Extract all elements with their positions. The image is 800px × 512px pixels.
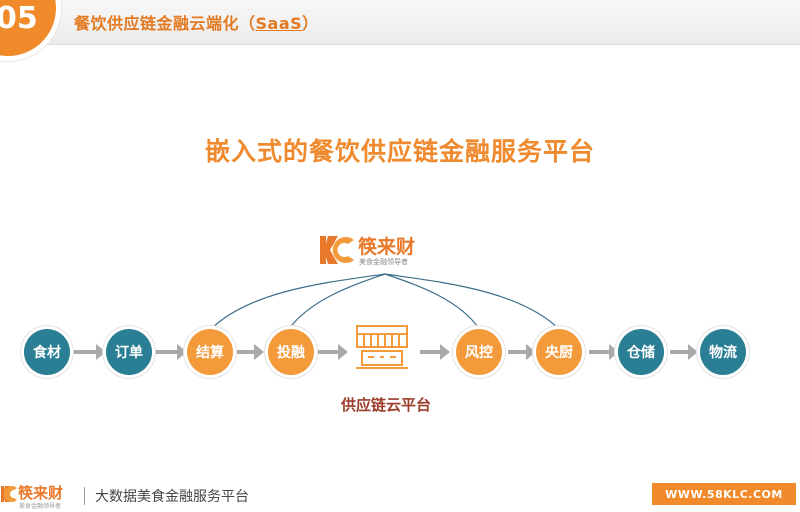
footer-logo: 筷来财 美食金融领导者 <box>0 482 100 510</box>
arrow-icon <box>670 344 698 360</box>
arc-to-investment <box>287 273 386 331</box>
arc-to-settlement <box>209 273 386 331</box>
footer-divider <box>84 487 85 505</box>
center-logo: 筷来财 美食金融领导者 <box>318 230 448 270</box>
main-title: 嵌入式的餐饮供应链金融服务平台 <box>204 137 595 166</box>
arrow-icon <box>589 344 619 360</box>
center-logo-brand: 筷来财 <box>358 236 416 258</box>
footer-url[interactable]: WWW.58KLC.COM <box>652 483 796 505</box>
flow-node-central-kitchen: 央厨 <box>536 329 582 375</box>
footer-brand: 筷来财 <box>18 484 64 502</box>
arrow-icon <box>74 344 106 360</box>
flow-node-food: 食材 <box>24 329 70 375</box>
flow-arrows <box>74 344 698 360</box>
header-bar <box>0 0 800 45</box>
center-logo-tagline: 美食金融领导者 <box>359 258 408 266</box>
footer-logo-icon <box>1 486 18 502</box>
arrow-icon <box>508 344 536 360</box>
footer-tagline: 美食金融领导者 <box>19 503 62 510</box>
arrow-icon <box>318 344 348 360</box>
arrow-icon <box>236 344 264 360</box>
header-title-main: 餐饮供应链金融云端化（ <box>74 14 256 33</box>
flow-node-order: 订单 <box>106 329 152 375</box>
header-title-accent: SaaS <box>255 14 303 33</box>
flow-node-investment: 投融 <box>268 329 314 375</box>
flow-node-settlement: 结算 <box>187 329 233 375</box>
section-number: 05 <box>0 1 38 36</box>
header-title-end: ） <box>302 14 319 33</box>
flow-node-warehouse: 仓储 <box>618 329 664 375</box>
store-icon <box>356 325 408 369</box>
brand-logo-icon <box>320 236 354 264</box>
flow-node-logistics: 物流 <box>700 329 746 375</box>
footer-slogan: 大数据美食金融服务平台 <box>95 489 249 505</box>
arrow-icon <box>420 344 450 360</box>
header-title: 餐饮供应链金融云端化（SaaS） <box>74 10 319 34</box>
arrow-icon <box>155 344 187 360</box>
flow-node-risk-control: 风控 <box>456 329 502 375</box>
arc-to-risk <box>384 273 481 331</box>
platform-label: 供应链云平台 <box>340 396 431 414</box>
arc-to-kitchen <box>384 273 561 331</box>
